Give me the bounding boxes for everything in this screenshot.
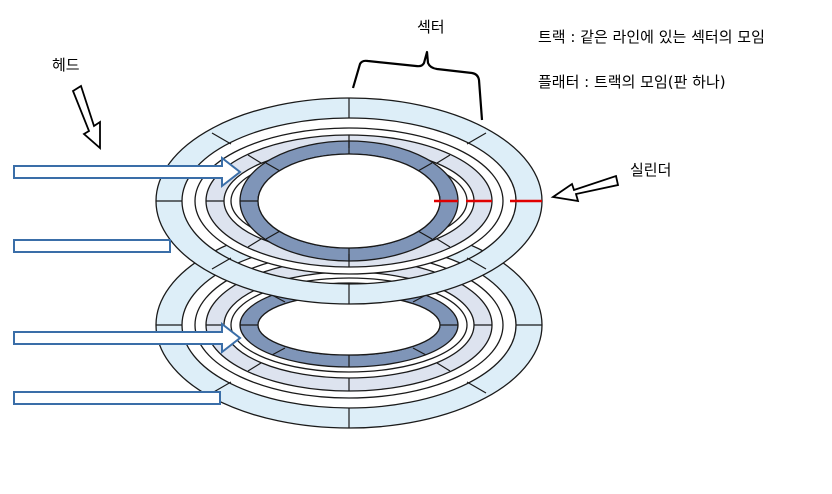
top-platter <box>155 97 543 305</box>
head-arms <box>13 155 242 405</box>
track-definition: 트랙 : 같은 라인에 있는 섹터의 모임 <box>538 28 765 46</box>
sector-brace-icon <box>351 50 484 121</box>
head-arm-3 <box>13 321 242 355</box>
cylinder-label: 실린더 <box>630 161 672 179</box>
top-spindle-hole <box>257 153 441 249</box>
head-arm-4 <box>13 391 221 405</box>
head-arrow-icon <box>71 84 101 150</box>
top-sector-dividers <box>156 98 487 304</box>
head-arm-1 <box>13 155 242 189</box>
cylinder-arrow-icon <box>550 174 620 203</box>
head-arm-2 <box>13 239 171 253</box>
sector-label: 섹터 <box>417 18 445 36</box>
platter-definition: 플래터 : 트랙의 모임(판 하나) <box>538 73 726 91</box>
head-label: 헤드 <box>52 56 80 74</box>
